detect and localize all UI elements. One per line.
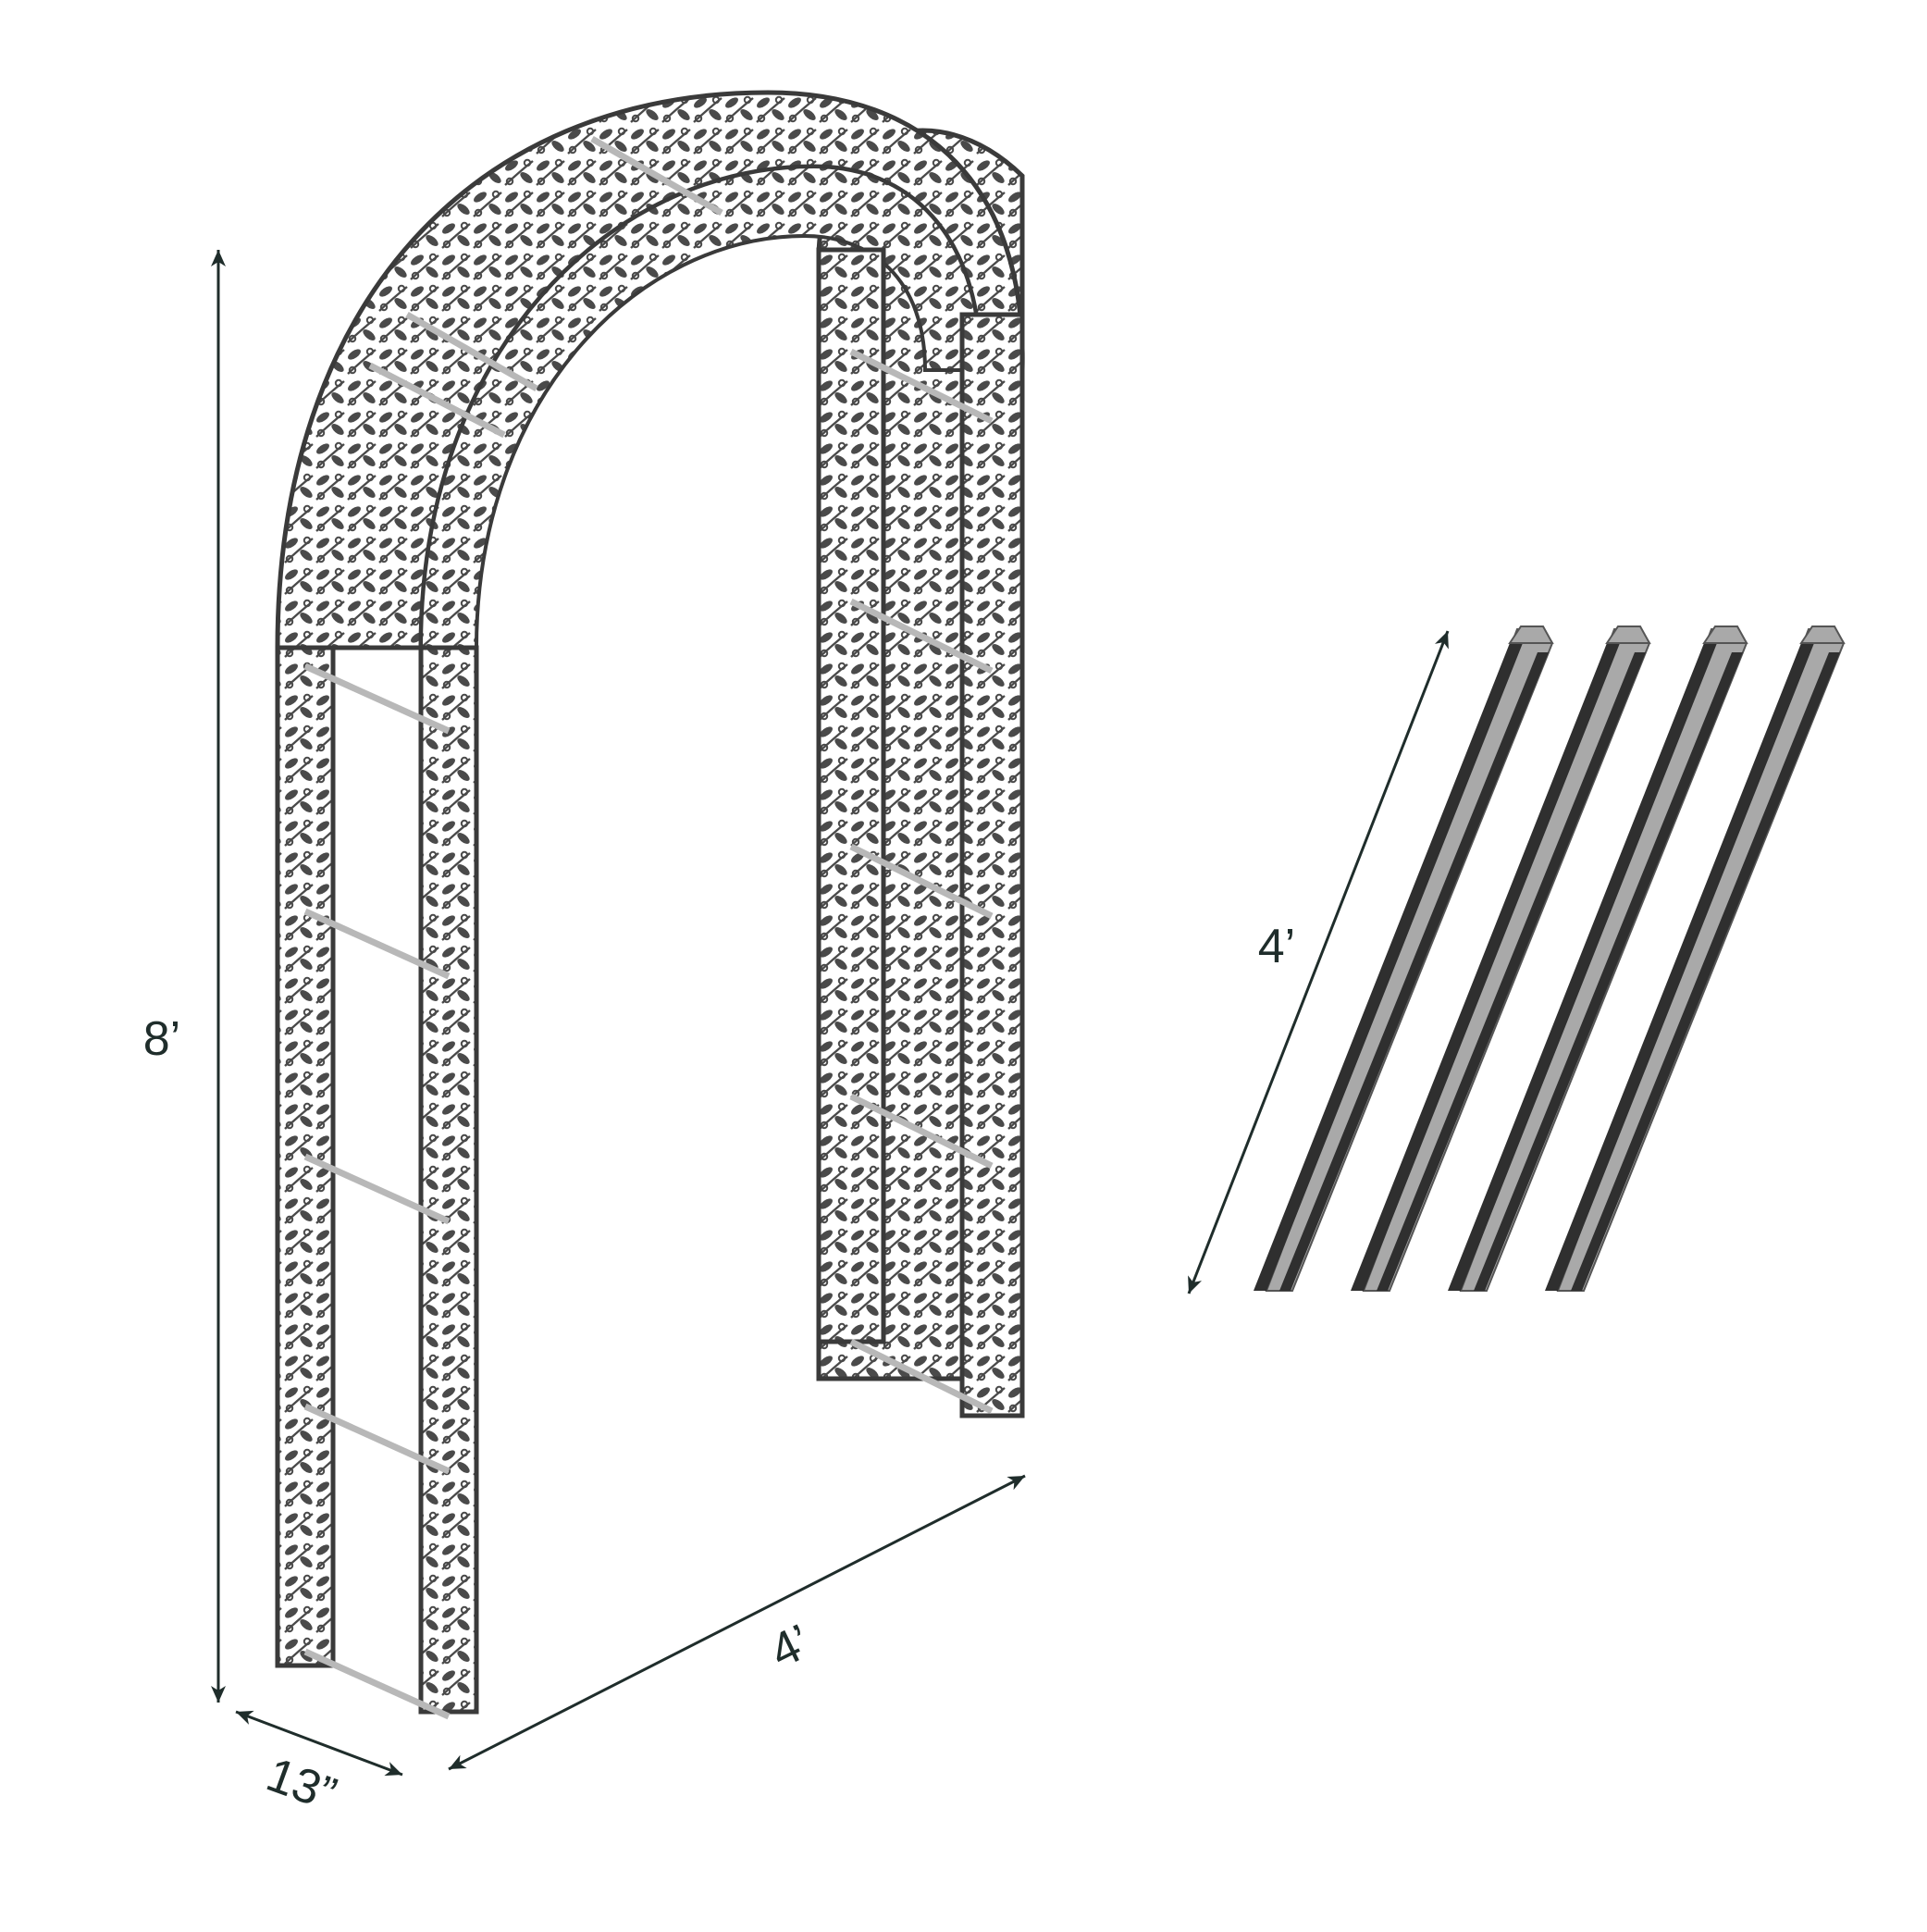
stake-length-label: 4’	[1258, 920, 1295, 973]
width-label: 4’	[762, 1615, 820, 1679]
ground-stake	[1351, 625, 1651, 1292]
left-post-inner-side	[418, 645, 479, 1715]
ground-stakes	[1254, 625, 1846, 1292]
left-post-rung	[303, 1153, 451, 1225]
garden-arch	[275, 90, 1025, 1720]
ground-stake	[1545, 625, 1846, 1292]
stake-channel	[1254, 643, 1549, 1291]
roof-rung	[368, 362, 506, 439]
depth-dimension-line	[235, 1710, 403, 1777]
stake-top-cap	[1508, 625, 1554, 644]
right-post-rung	[849, 843, 994, 920]
arch-cross-rungs	[303, 135, 994, 1720]
arch-left-post	[275, 645, 479, 1715]
right-post-rung	[849, 348, 994, 425]
ground-stake	[1254, 625, 1554, 1292]
stake-channel	[1448, 643, 1743, 1291]
right-post-back-side	[959, 312, 1025, 1418]
depth-label: 13”	[260, 1748, 343, 1822]
stake-top-cap	[1605, 625, 1651, 644]
right-post-rung	[849, 1093, 994, 1170]
width-dimension-line	[448, 1474, 1026, 1771]
left-post-rung	[303, 1403, 451, 1475]
right-post-rung	[849, 1338, 994, 1415]
left-post-rung	[303, 663, 451, 735]
roof-rung	[405, 311, 538, 392]
stake-channel	[1545, 643, 1840, 1291]
stake-length-dimension-line	[1187, 630, 1450, 1294]
stake-channel	[1351, 643, 1646, 1291]
right-post-rung	[849, 598, 994, 675]
right-post-front-side	[816, 247, 886, 1344]
roof-rung	[590, 135, 723, 217]
left-post-rung	[303, 1648, 451, 1720]
stake-top-cap	[1799, 625, 1846, 644]
ground-stake	[1448, 625, 1748, 1292]
stake-top-cap	[1702, 625, 1748, 644]
height-label: 8’	[143, 1012, 180, 1066]
left-post-rung	[303, 908, 451, 980]
